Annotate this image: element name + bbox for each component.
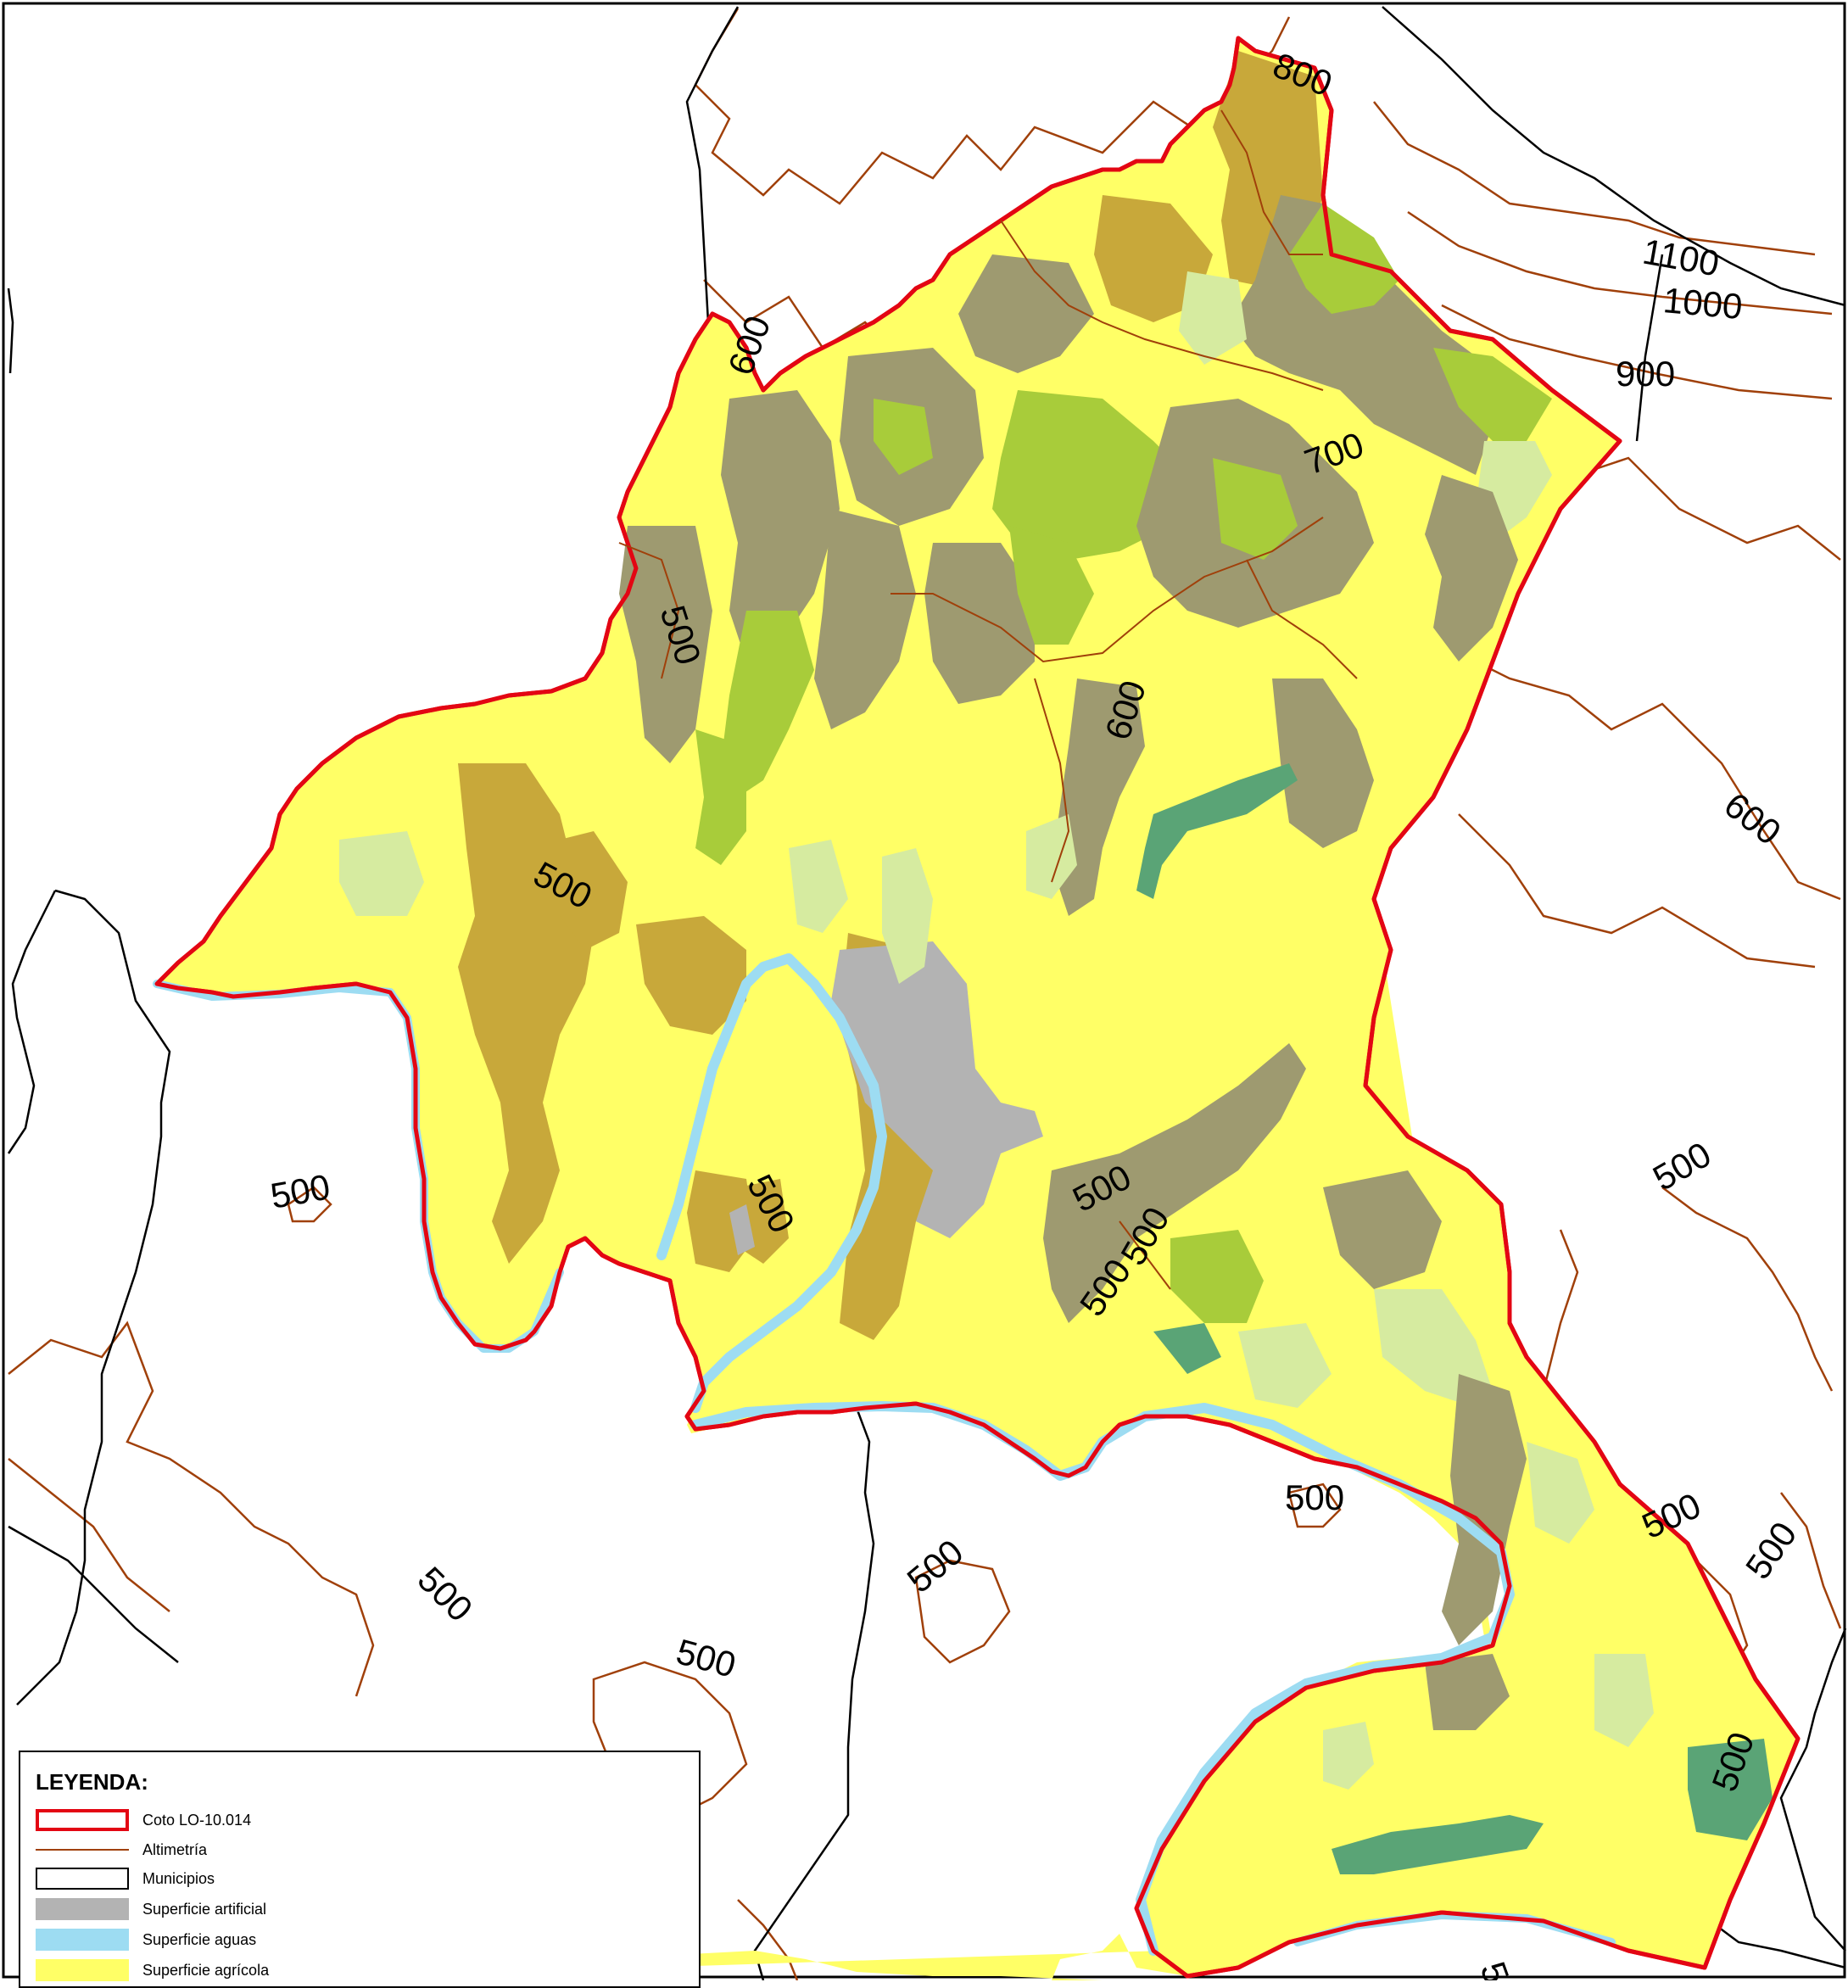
altimetria-swatch xyxy=(36,1849,129,1851)
artificial-swatch xyxy=(36,1898,129,1920)
municipios-swatch xyxy=(36,1868,129,1890)
contour-label-500-m: 500 xyxy=(673,1631,740,1685)
legend-label-artificial: Superficie artificial xyxy=(142,1900,267,1918)
contour-label-500-b: 500 xyxy=(267,1166,332,1215)
municipality-boundaries xyxy=(7,6,1847,1980)
legend-title: LEYENDA: xyxy=(36,1769,148,1795)
coto-boundary xyxy=(154,36,1801,1979)
legend-label-aguas: Superficie aguas xyxy=(142,1930,257,1948)
contour-label-500-l: 500 xyxy=(410,1559,481,1629)
legend-label-municipios: Municipios xyxy=(142,1869,215,1887)
legend-item-municipios: Municipios xyxy=(36,1866,215,1891)
legend-item-artificial: Superficie artificial xyxy=(36,1896,266,1922)
land-cover-patches xyxy=(339,51,1773,1874)
contour-label-500-i: 500 xyxy=(900,1532,971,1600)
contour-label-1100: 1100 xyxy=(1639,232,1722,284)
contour-label-1000: 1000 xyxy=(1661,280,1744,327)
legend-item-aguas: Superficie aguas xyxy=(36,1927,256,1952)
contour-label-500-k: 500 xyxy=(1738,1515,1805,1586)
legend: LEYENDA: Coto LO-10.014 Altimetría Munic… xyxy=(19,1751,701,1988)
contour-label-500-g: 500 xyxy=(1646,1134,1717,1198)
contour-label-600-east: 600 xyxy=(1717,785,1788,852)
legend-label-altimetria: Altimetría xyxy=(142,1840,208,1858)
agricola-swatch xyxy=(36,1959,129,1981)
legend-label-coto: Coto LO-10.014 xyxy=(142,1811,252,1829)
contour-label-900: 900 xyxy=(1616,354,1675,394)
legend-item-coto: Coto LO-10.014 xyxy=(36,1807,251,1833)
coto-swatch xyxy=(36,1809,129,1831)
aguas-swatch xyxy=(36,1929,129,1951)
legend-item-agricola: Superficie agrícola xyxy=(36,1957,269,1983)
contour-label-500-h: 500 xyxy=(1285,1477,1344,1517)
internal-contours xyxy=(618,109,1358,1290)
legend-label-agricola: Superficie agrícola xyxy=(142,1961,270,1979)
legend-item-altimetria: Altimetría xyxy=(36,1837,207,1862)
